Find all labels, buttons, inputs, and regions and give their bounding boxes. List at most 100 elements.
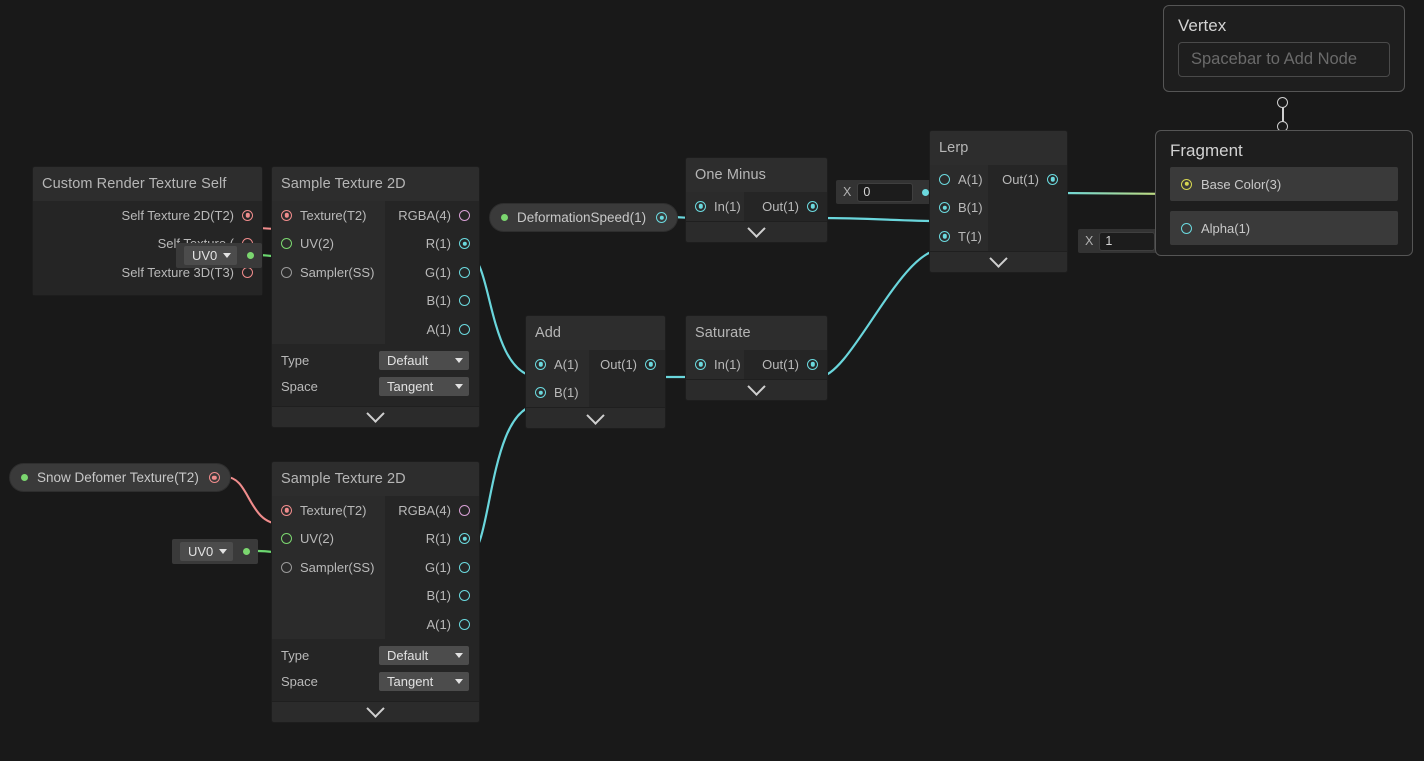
- master-node-fragment[interactable]: Fragment Base Color(3) Alpha(1): [1155, 130, 1413, 256]
- setting-space[interactable]: Space Tangent: [272, 669, 479, 695]
- port-rgba-out[interactable]: RGBA(4): [385, 201, 479, 230]
- value-field-lerp-a[interactable]: X 0: [836, 180, 936, 204]
- port-slot-b[interactable]: [459, 590, 470, 602]
- port-slot-out[interactable]: [807, 358, 818, 370]
- collapse-toggle[interactable]: [272, 404, 479, 427]
- port-slot-alpha[interactable]: [1181, 222, 1192, 234]
- vertex-add-node-placeholder[interactable]: Spacebar to Add Node: [1178, 42, 1390, 77]
- port-a-in[interactable]: A(1): [526, 350, 589, 379]
- node-lerp[interactable]: Lerp A(1) B(1) T(1) Out(1): [930, 131, 1067, 272]
- property-output-slot[interactable]: [656, 212, 668, 223]
- port-slot-b[interactable]: [459, 295, 470, 307]
- port-slot-a[interactable]: [939, 173, 950, 185]
- port-slot-a[interactable]: [535, 358, 546, 370]
- uv-dropdown-bottom[interactable]: UV0: [172, 539, 259, 564]
- port-uv-in[interactable]: UV(2): [272, 230, 385, 259]
- value-output-dot[interactable]: [922, 188, 930, 196]
- port-slot-texture3d[interactable]: [242, 266, 253, 278]
- port-a-out[interactable]: A(1): [385, 315, 479, 344]
- setting-space[interactable]: Space Tangent: [272, 374, 479, 400]
- port-b-in[interactable]: B(1): [526, 379, 589, 408]
- port-slot-out[interactable]: [645, 358, 656, 370]
- port-slot-r[interactable]: [459, 238, 470, 250]
- port-slot-uv[interactable]: [281, 533, 292, 545]
- setting-type[interactable]: Type Default: [272, 348, 479, 374]
- port-b-out[interactable]: B(1): [385, 287, 479, 316]
- property-output-slot[interactable]: [208, 472, 220, 483]
- port-slot-sampler[interactable]: [281, 561, 292, 573]
- port-rgba-out[interactable]: RGBA(4): [385, 496, 479, 525]
- uv-select-bottom[interactable]: UV0: [180, 542, 234, 561]
- port-slot-base-color[interactable]: [1181, 178, 1192, 190]
- setting-space-select[interactable]: Tangent: [379, 377, 469, 396]
- port-out[interactable]: Out(1): [589, 350, 665, 379]
- port-slot-b[interactable]: [535, 387, 546, 399]
- port-a-out[interactable]: A(1): [385, 610, 479, 639]
- uv-select-crt[interactable]: UV0: [184, 246, 238, 265]
- port-slot-rgba[interactable]: [459, 504, 470, 516]
- uv-dropdown-crt[interactable]: UV0: [176, 243, 263, 268]
- setting-space-select[interactable]: Tangent: [379, 672, 469, 691]
- port-slot-out[interactable]: [807, 200, 818, 212]
- port-out[interactable]: Out(1): [744, 192, 827, 221]
- fragment-block-alpha[interactable]: Alpha(1): [1170, 211, 1398, 245]
- port-slot-a[interactable]: [459, 618, 470, 630]
- collapse-toggle[interactable]: [686, 219, 827, 242]
- collapse-toggle[interactable]: [272, 699, 479, 722]
- port-slot-r[interactable]: [459, 533, 470, 545]
- port-slot-rgba[interactable]: [459, 209, 470, 221]
- numeric-input-alpha[interactable]: 1: [1099, 231, 1156, 251]
- port-sampler-in[interactable]: Sampler(SS): [272, 553, 385, 582]
- collapse-toggle[interactable]: [526, 405, 665, 428]
- port-b-in[interactable]: B(1): [930, 194, 988, 223]
- collapse-toggle[interactable]: [686, 377, 827, 400]
- master-node-vertex[interactable]: Vertex Spacebar to Add Node: [1163, 5, 1405, 92]
- setting-type[interactable]: Type Default: [272, 643, 479, 669]
- node-saturate[interactable]: Saturate In(1) Out(1): [686, 316, 827, 400]
- numeric-input-lerp-a[interactable]: 0: [857, 182, 914, 202]
- node-sample-texture-2d-bottom[interactable]: Sample Texture 2D Texture(T2) UV(2) Samp…: [272, 462, 479, 722]
- vertex-stack-connector-top[interactable]: [1277, 97, 1288, 108]
- port-b-out[interactable]: B(1): [385, 582, 479, 611]
- port-slot-b[interactable]: [939, 202, 950, 214]
- port-sampler-in[interactable]: Sampler(SS): [272, 258, 385, 287]
- node-sample-texture-2d-top[interactable]: Sample Texture 2D Texture(T2) UV(2) Samp…: [272, 167, 479, 427]
- port-slot-texture2d[interactable]: [242, 209, 253, 221]
- property-node-snow-defomer-texture[interactable]: Snow Defomer Texture(T2): [10, 464, 230, 491]
- port-slot-texture[interactable]: [281, 209, 292, 221]
- port-slot-uv[interactable]: [281, 238, 292, 250]
- port-texture-in[interactable]: Texture(T2): [272, 201, 385, 230]
- port-g-out[interactable]: G(1): [385, 258, 479, 287]
- collapse-toggle[interactable]: [930, 249, 1067, 272]
- port-t-in[interactable]: T(1): [930, 222, 988, 251]
- uv-output-dot[interactable]: [243, 548, 251, 555]
- port-slot-t[interactable]: [939, 230, 950, 242]
- port-slot-in[interactable]: [695, 200, 706, 212]
- property-node-deformation-speed[interactable]: DeformationSpeed(1): [490, 204, 678, 231]
- port-self-texture-2d[interactable]: Self Texture 2D(T2): [33, 201, 262, 230]
- setting-type-select[interactable]: Default: [379, 646, 469, 665]
- node-one-minus[interactable]: One Minus In(1) Out(1): [686, 158, 827, 242]
- port-slot-in[interactable]: [695, 358, 706, 370]
- port-slot-texture[interactable]: [281, 504, 292, 516]
- setting-type-select[interactable]: Default: [379, 351, 469, 370]
- port-out[interactable]: Out(1): [988, 165, 1067, 194]
- fragment-block-base-color[interactable]: Base Color(3): [1170, 167, 1398, 201]
- port-a-in[interactable]: A(1): [930, 165, 988, 194]
- node-custom-render-texture-self[interactable]: Custom Render Texture Self Self Texture …: [33, 167, 262, 295]
- port-slot-sampler[interactable]: [281, 266, 292, 278]
- port-slot-g[interactable]: [459, 561, 470, 573]
- port-r-out[interactable]: R(1): [385, 230, 479, 259]
- port-in[interactable]: In(1): [686, 192, 744, 221]
- port-r-out[interactable]: R(1): [385, 525, 479, 554]
- port-g-out[interactable]: G(1): [385, 553, 479, 582]
- port-out[interactable]: Out(1): [744, 350, 827, 379]
- port-slot-out[interactable]: [1047, 173, 1058, 185]
- port-in[interactable]: In(1): [686, 350, 744, 379]
- port-texture-in[interactable]: Texture(T2): [272, 496, 385, 525]
- node-add[interactable]: Add A(1) B(1) Out(1): [526, 316, 665, 428]
- uv-output-dot[interactable]: [247, 252, 255, 259]
- port-slot-g[interactable]: [459, 266, 470, 278]
- port-slot-a[interactable]: [459, 323, 470, 335]
